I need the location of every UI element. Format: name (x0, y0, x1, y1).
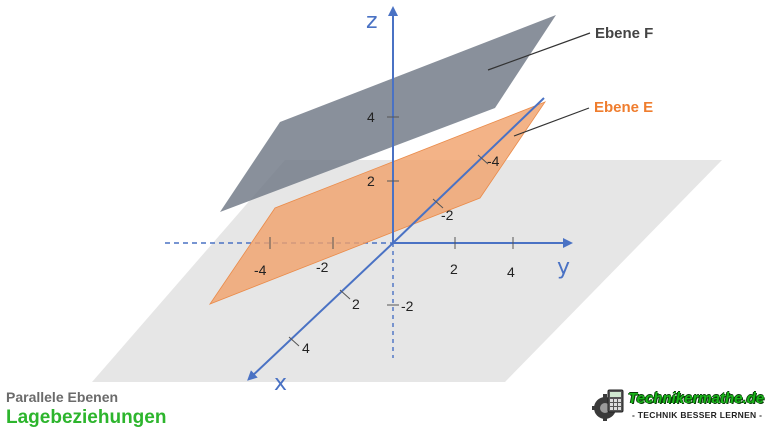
tick-label-x-neg4: -4 (487, 153, 500, 169)
logo-name: Technikermathe.de (628, 390, 765, 407)
plane-f-label: Ebene F (595, 25, 653, 42)
tick-label-x-2: 2 (352, 296, 360, 312)
tick-label-z-4: 4 (367, 109, 375, 125)
tick-label-x-4: 4 (302, 340, 310, 356)
caption-title: Lagebeziehungen (6, 407, 167, 428)
tick-label-z-2: 2 (367, 173, 375, 189)
caption-subtitle: Parallele Ebenen (6, 389, 119, 405)
calculator-gear-icon (592, 389, 624, 421)
tick-marks (269, 116, 514, 347)
tick-label-z-neg2: -2 (401, 298, 414, 314)
tick-label-x-neg2: -2 (441, 207, 454, 223)
tick-label-y-4: 4 (507, 264, 515, 280)
tick-x-2 (339, 289, 351, 300)
x-axis-negative (392, 97, 545, 244)
plane-e-leader (513, 107, 590, 137)
logo-tagline: - TECHNIK BESSER LERNEN - (632, 410, 763, 420)
tick-label-y-neg2: -2 (316, 259, 329, 275)
tick-x-neg2 (432, 198, 444, 209)
y-axis-label: y (557, 255, 570, 280)
plane-e (208, 101, 547, 305)
tick-label-y-2: 2 (450, 261, 458, 277)
x-axis-label: x (274, 371, 287, 396)
plane-f (220, 15, 556, 212)
tick-label-y-neg4: -4 (254, 262, 267, 278)
plane-f-leader (487, 32, 591, 71)
site-logo[interactable]: Technikermathe.de - TECHNIK BESSER LERNE… (592, 388, 764, 426)
base-plane (92, 160, 722, 382)
tick-x-neg4 (477, 154, 489, 165)
plane-e-label: Ebene E (594, 99, 653, 116)
tick-x-4 (288, 336, 300, 347)
x-axis (247, 242, 394, 381)
z-axis-label: z (366, 9, 378, 34)
